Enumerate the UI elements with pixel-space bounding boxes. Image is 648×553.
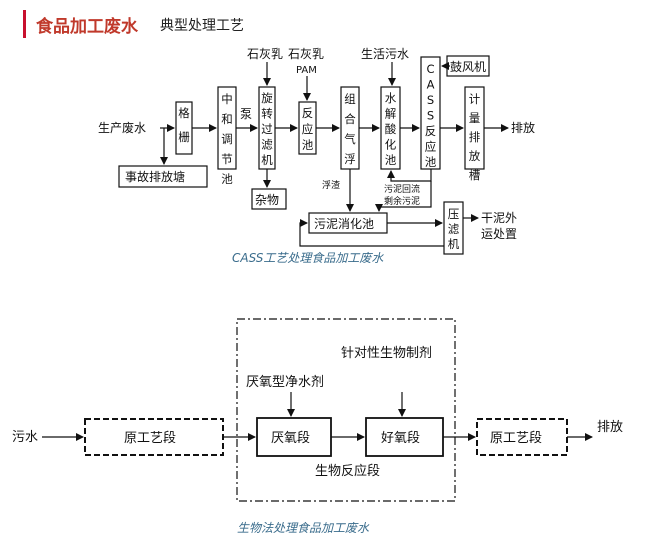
bio-caption: 生物法处理食品加工废水 (237, 521, 370, 535)
excess-sludge-label: 剩余污泥 (384, 195, 420, 207)
neutral-tank-label: 中和调节池 (221, 92, 233, 186)
cass-diagram (118, 55, 509, 255)
air-float-label: 组合气浮 (344, 92, 356, 166)
orig-stage-2-label: 原工艺段 (490, 431, 542, 446)
bioreaction-label: 生物反应段 (315, 463, 380, 479)
filter-press-box (443, 201, 464, 255)
hydrolysis-label: 水解酸化池 (385, 91, 397, 167)
digester-label: 污泥消化池 (314, 217, 374, 231)
page-title: 食品加工废水 (36, 17, 138, 37)
filter-press-label: 压滤机 (448, 207, 460, 251)
discharge-label: 排放 (511, 120, 535, 135)
rotary-filter-label: 旋转过滤机 (261, 91, 273, 167)
lime2-label: 石灰乳 (288, 47, 324, 61)
bio-diagram (42, 318, 593, 502)
debris-label: 杂物 (255, 193, 279, 207)
lime1-label: 石灰乳 (247, 47, 283, 61)
scum-label: 浮渣 (322, 179, 340, 191)
dry-mud-label-1: 干泥外 (481, 211, 517, 225)
domestic-label: 生活污水 (361, 47, 409, 61)
debris-box (251, 188, 287, 210)
sludge-return-label: 污泥回流 (384, 183, 420, 195)
agent1-label: 厌氧型净水剂 (246, 375, 324, 390)
bio-stage-frame (236, 318, 456, 502)
bio-discharge-label: 排放 (597, 420, 623, 435)
grille-label: 格栅 (178, 106, 190, 144)
bio-diagram-labels: 污水 原工艺段 厌氧段 好氧段 原工艺段 排放 厌氧型净水剂 针对性生物制剂 生… (12, 346, 623, 535)
blower-label: 鼓风机 (450, 60, 486, 74)
accident-pond-box (118, 165, 208, 188)
dry-mud-label-2: 运处置 (481, 227, 517, 241)
page-subtitle: 典型处理工艺 (160, 18, 244, 34)
header-accent-bar (23, 10, 26, 38)
inlet-label: 生产废水 (98, 120, 146, 135)
cass-caption: CASS工艺处理食品加工废水 (232, 251, 384, 265)
cass-diagram-labels: 生产废水 事故排放塘 泵 石灰乳 石灰乳 PAM 杂物 生活污水 鼓风机 排放 … (98, 47, 535, 265)
agent2-label: 针对性生物制剂 (341, 346, 432, 361)
accident-pond-label: 事故排放塘 (125, 169, 185, 184)
pump-label: 泵 (240, 107, 252, 121)
meter-tank-label: 计量排放槽 (469, 92, 481, 182)
reaction-tank-label: 反应池 (302, 106, 314, 152)
orig-stage-1-label: 原工艺段 (124, 431, 176, 446)
anaerobic-label: 厌氧段 (271, 431, 310, 446)
pam-label: PAM (296, 65, 317, 76)
bio-inlet-label: 污水 (12, 430, 38, 445)
aerobic-label: 好氧段 (381, 431, 420, 446)
